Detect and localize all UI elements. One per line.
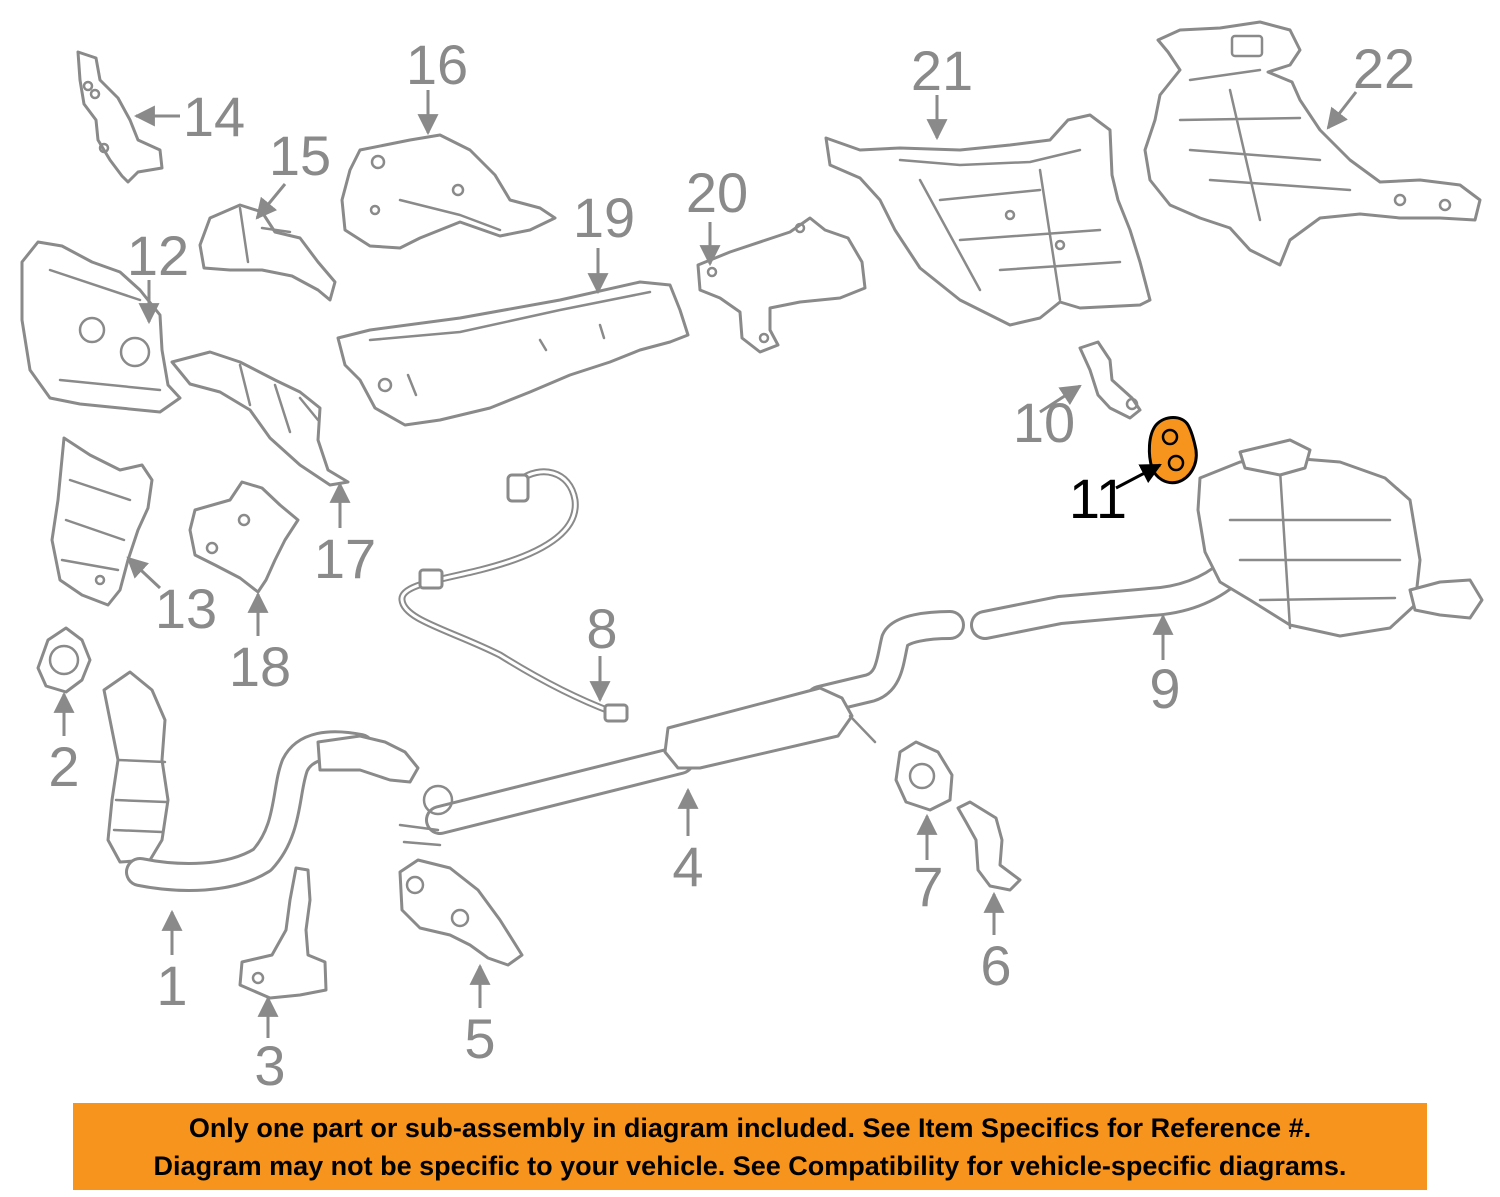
callout-12-label: 12	[127, 224, 189, 287]
callout-9-label: 9	[1149, 657, 1180, 720]
callout-21-label: 21	[911, 39, 973, 102]
callout-1-label: 1	[156, 954, 187, 1017]
callout-2-label: 2	[48, 735, 79, 798]
disclaimer-line-1: Only one part or sub-assembly in diagram…	[188, 1113, 1312, 1143]
part-22-shield	[1143, 20, 1482, 267]
part-6-hanger	[956, 800, 1022, 892]
part-8-sensor	[398, 468, 629, 723]
part-20-shield	[696, 216, 867, 354]
part-3-bracket	[238, 866, 328, 1000]
callout-19: 19	[573, 186, 635, 295]
callout-11: 11	[1069, 463, 1162, 530]
part-15-shield	[198, 203, 337, 302]
part-18-bracket	[188, 480, 300, 594]
callout-4-label: 4	[672, 835, 703, 898]
part-7-gasket	[894, 740, 954, 812]
part-11-isolator	[1147, 416, 1198, 485]
part-4-middle-pipe	[398, 610, 965, 847]
callout-5-label: 5	[464, 1007, 495, 1070]
callout-21: 21	[911, 39, 973, 141]
callout-4: 4	[672, 787, 704, 898]
disclaimer-banner: Only one part or sub-assembly in diagram…	[73, 1103, 1427, 1190]
callout-20: 20	[686, 161, 748, 267]
callout-16: 16	[406, 33, 468, 136]
callout-14: 14	[133, 85, 245, 148]
callout-20-label: 20	[686, 161, 748, 224]
part-19-shield	[336, 280, 690, 427]
part-11-isolator-body	[1147, 416, 1198, 485]
part-9-rear-muffler	[970, 438, 1484, 640]
callout-14-label: 14	[183, 85, 245, 148]
callout-2: 2	[48, 691, 80, 798]
part-13-shield	[50, 436, 154, 607]
callout-1: 1	[156, 909, 188, 1017]
part-16-shield	[340, 133, 557, 250]
callout-10-label: 10	[1013, 391, 1075, 454]
callout-5: 5	[464, 963, 496, 1070]
callout-15-label: 15	[269, 124, 331, 187]
callout-7-label: 7	[912, 855, 943, 918]
part-14-bracket	[76, 50, 164, 184]
callout-3: 3	[254, 995, 286, 1097]
callout-3-label: 3	[254, 1034, 285, 1097]
callouts: 1 2 3 4 5 6 7 8	[48, 33, 1415, 1097]
part-17-shield	[170, 350, 350, 487]
callout-15: 15	[255, 124, 331, 220]
callout-10: 10	[1013, 384, 1082, 454]
callout-19-label: 19	[573, 186, 635, 249]
callout-13: 13	[126, 556, 217, 640]
callout-13-label: 13	[155, 577, 217, 640]
callout-18-label: 18	[229, 635, 291, 698]
callout-18: 18	[229, 591, 291, 698]
callout-12: 12	[127, 224, 189, 325]
callout-6: 6	[980, 891, 1012, 997]
callout-8: 8	[586, 597, 618, 703]
part-21-shield	[824, 113, 1152, 327]
callout-22-label: 22	[1353, 37, 1415, 100]
part-2-gasket	[36, 626, 92, 694]
callout-17-label: 17	[314, 527, 376, 590]
part-5-bracket	[398, 858, 524, 967]
callout-17: 17	[314, 481, 376, 590]
part-12-manifold-shield	[20, 240, 182, 414]
callout-8-label: 8	[586, 597, 617, 660]
callout-7: 7	[912, 813, 944, 918]
callout-11-label: 11	[1069, 467, 1127, 530]
callout-22: 22	[1326, 37, 1415, 130]
callout-9: 9	[1149, 613, 1181, 720]
disclaimer-line-2: Diagram may not be specific to your vehi…	[153, 1151, 1347, 1181]
callout-16-label: 16	[406, 33, 468, 96]
part-10-hanger	[1078, 340, 1142, 420]
part-1-front-pipe	[102, 670, 420, 892]
callout-6-label: 6	[980, 934, 1011, 997]
